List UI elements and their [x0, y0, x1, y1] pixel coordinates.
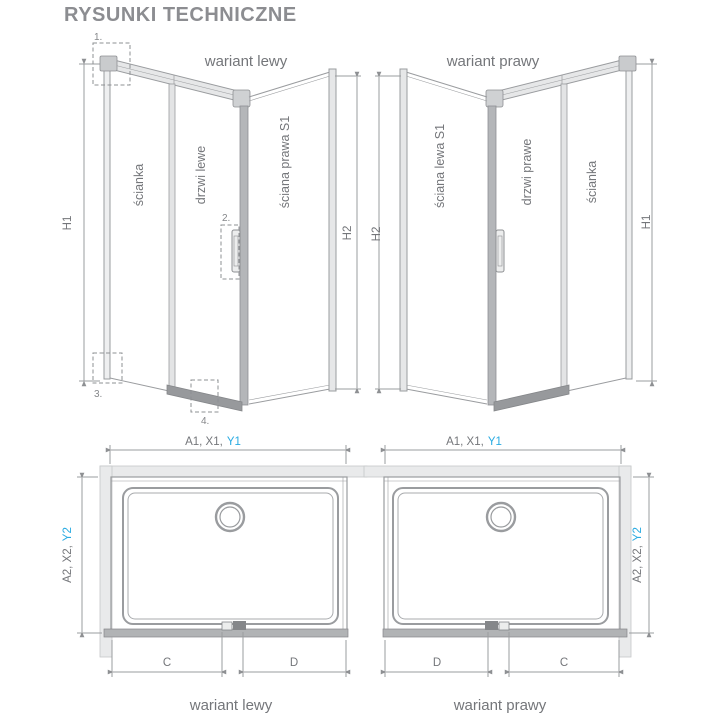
- plan-left-dim-c: C: [163, 657, 171, 669]
- plan-right-depth-blue: Y2: [632, 527, 644, 541]
- front-view-left-geometry: [79, 56, 361, 411]
- plan-left-width-blue: Y1: [227, 436, 241, 448]
- dim-h2-label-right: H2: [371, 227, 383, 242]
- panel-label-drzwi-lewe: drzwi lewe: [194, 146, 208, 204]
- marker-box-4: [190, 379, 219, 413]
- page-title: RYSUNKI TECHNICZNE: [64, 4, 297, 26]
- plan-view-right-variant: A1, X1, Y1 A2, X2, Y2 D C wariant prawy: [364, 436, 654, 714]
- plan-right-geometry: [364, 445, 654, 677]
- marker-box-1: [92, 42, 131, 86]
- panel-label-scianka: ścianka: [132, 164, 146, 206]
- front-view-left-variant: 1. 2. 3. 4. wariant lewy H1 H2 ścianka d…: [62, 32, 361, 427]
- plan-left-depth-label: A2, X2, Y2: [62, 527, 74, 583]
- plan-left-depth-blue: Y2: [62, 527, 74, 541]
- dim-h2-label: H2: [342, 226, 354, 241]
- plan-right-variant-label: wariant prawy: [453, 697, 547, 714]
- marker-box-3: [92, 352, 123, 384]
- panel-label-sciana-lewa: ściana lewa S1: [433, 124, 447, 208]
- variant-title-right: wariant prawy: [446, 53, 540, 70]
- front-view-right-geometry: [375, 56, 657, 411]
- marker-box-2: [220, 224, 240, 280]
- plan-right-width-label: A1, X1, Y1: [446, 436, 502, 448]
- panel-label-drzwi-prawe: drzwi prawe: [520, 139, 534, 206]
- variant-title-left: wariant lewy: [204, 53, 288, 70]
- dim-h1-label: H1: [62, 216, 74, 231]
- plan-left-width-gray: A1, X1,: [185, 436, 223, 448]
- panel-label-scianka-right: ścianka: [585, 161, 599, 203]
- marker-label-2: 2.: [222, 213, 230, 224]
- plan-right-dim-c: C: [560, 657, 568, 669]
- marker-label-1: 1.: [94, 32, 102, 43]
- plan-right-depth-label: A2, X2, Y2: [632, 527, 644, 583]
- dim-h1-label-right: H1: [641, 215, 653, 230]
- plan-left-dim-d: D: [290, 657, 298, 669]
- plan-view-left-variant: A1, X1, Y1 A2, X2, Y2 C D wariant lewy: [62, 436, 367, 714]
- plan-left-geometry: [77, 445, 367, 677]
- plan-right-width-gray: A1, X1,: [446, 436, 484, 448]
- plan-right-width-blue: Y1: [488, 436, 502, 448]
- marker-label-3: 3.: [94, 389, 102, 400]
- front-view-right-variant: wariant prawy H2 H1 ściana lewa S1 drzwi…: [371, 53, 657, 411]
- plan-right-dim-d: D: [433, 657, 441, 669]
- plan-left-variant-label: wariant lewy: [189, 697, 273, 714]
- marker-label-4: 4.: [201, 416, 209, 427]
- plan-left-depth-gray: A2, X2,: [62, 545, 74, 583]
- panel-label-sciana-prawa: ściana prawa S1: [278, 116, 292, 208]
- detail-markers: [92, 42, 240, 413]
- plan-left-width-label: A1, X1, Y1: [185, 436, 241, 448]
- plan-right-depth-gray: A2, X2,: [632, 545, 644, 583]
